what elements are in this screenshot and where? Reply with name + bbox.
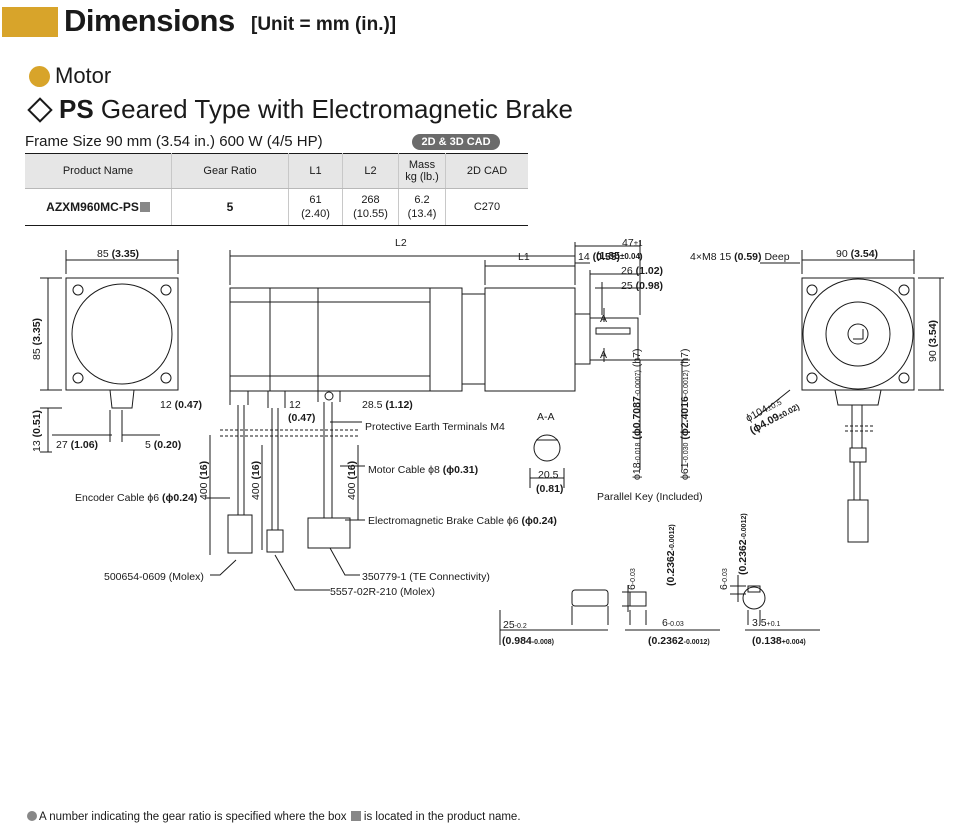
unit-label: [Unit = mm (in.)]: [251, 14, 397, 35]
right-end-view: [801, 277, 915, 391]
dim-90: 90 (3.54): [836, 248, 878, 260]
a-marker-bottom: A: [600, 349, 607, 361]
key-dim-6a: 6-0.03: [662, 617, 684, 629]
parallel-key-label: Parallel Key (Included): [597, 491, 703, 503]
brake-connector: [266, 529, 284, 553]
dim-90-vertical: 90 (3.54): [927, 320, 939, 362]
dim-l2: L2: [395, 237, 407, 249]
header-accent-square: [2, 7, 58, 37]
dim-25: 25 (0.98): [621, 280, 663, 292]
callout-molex-2: 5557-02R-210 (Molex): [330, 586, 435, 598]
key-dim-0-984: (0.984-0.008): [502, 635, 554, 647]
key-dim-0-2362b: (0.2362-0.0012): [665, 524, 677, 586]
footnote: A number indicating the gear ratio is sp…: [27, 811, 521, 823]
dim-20-5: 20.5: [538, 469, 559, 481]
key-top-view: [571, 589, 609, 607]
cable-400-b: 400 (16): [250, 461, 262, 500]
dim-shaft-61: ϕ61-0.030 (ϕ2.4016-0.0012) (h7): [679, 348, 691, 480]
table-row: AZXM960MC-PS 5 61(2.40) 268(10.55) 6.2(1…: [25, 188, 528, 226]
diamond-icon: [27, 96, 53, 123]
dim-shaft-18: ϕ18-0.018 (ϕ0.7087-0.0007) (h7): [631, 348, 643, 480]
type-bold: PS: [59, 94, 94, 124]
key-dim-0-2362c: (0.2362-0.0012): [737, 513, 749, 575]
dim-47: 47±1: [622, 237, 643, 249]
th-cad: 2D CAD: [445, 153, 528, 189]
dim-1-85: (1.85±0.04): [596, 250, 643, 262]
dim-28-5: 28.5 (1.12): [362, 399, 413, 411]
left-end-circle: [71, 283, 173, 385]
key-dim-3-5: 3.5+0.1: [752, 617, 781, 629]
dim-l1: L1: [518, 251, 530, 263]
dimension-drawing: 85 (3.35) 85 (3.35) 13 (0.51) 27 (1.06) …: [31, 237, 944, 647]
key-dim-0-2362a: (0.2362-0.0012): [648, 635, 710, 647]
cable-400-c: 400 (16): [346, 461, 358, 500]
motor-body: [229, 287, 431, 392]
dim-85: 85 (3.35): [97, 248, 139, 260]
dim-5: 5 (0.20): [145, 439, 181, 451]
cell-gear: 5: [171, 188, 289, 226]
dim-0-81: (0.81): [536, 483, 563, 495]
motor-bullet-icon: [29, 66, 50, 87]
frame-size-line: Frame Size 90 mm (3.54 in.) 600 W (4/5 H…: [25, 133, 323, 150]
key-dim-0-138: (0.138+0.004): [752, 635, 806, 647]
type-rest: Geared Type with Electromagnetic Brake: [100, 94, 574, 124]
callout-brake-cable: Electromagnetic Brake Cable ϕ6 (ϕ0.24): [368, 515, 557, 527]
a-marker-top: A: [600, 313, 607, 325]
dim-26: 26 (1.02): [621, 265, 663, 277]
cell-l1: 61(2.40): [288, 188, 343, 226]
motor-connector: [307, 517, 351, 549]
output-shaft: [589, 317, 639, 361]
dim-12b: 12: [289, 399, 301, 411]
dim-12b-inch: (0.47): [288, 412, 315, 424]
left-end-view: [65, 277, 179, 391]
dim-14-text: 14 (0.55): [578, 251, 620, 263]
encoder-connector: [227, 514, 253, 554]
key-dim-25: 25-0.2: [503, 619, 527, 631]
callout-encoder-cable: Encoder Cable ϕ6 (ϕ0.24): [75, 492, 197, 504]
section-a-a: [533, 434, 561, 462]
th-product: Product Name: [25, 153, 172, 189]
dim-m8: 4×M8 15 (0.59) Deep: [690, 251, 790, 263]
gear-ratio-box-icon: [350, 811, 361, 821]
key-dim-6b: 6-0.03: [626, 568, 638, 590]
callout-molex-1: 500654-0609 (Molex): [104, 571, 204, 583]
gear-ratio-box-icon: [139, 202, 150, 212]
callout-te: 350779-1 (TE Connectivity): [362, 571, 490, 583]
th-gear: Gear Ratio: [171, 153, 289, 189]
page-title: Dimensions: [64, 3, 235, 38]
callout-pe-terminals: Protective Earth Terminals M4: [365, 421, 505, 433]
dim-12: 12 (0.47): [160, 399, 202, 411]
callout-motor-cable: Motor Cable ϕ8 (ϕ0.31): [368, 464, 478, 476]
dim-85-vertical: 85 (3.35): [31, 318, 43, 360]
cell-cad[interactable]: C270: [445, 188, 528, 226]
dim-13: 13 (0.51): [31, 410, 43, 452]
section-a-a-label: A-A: [537, 411, 555, 423]
th-l1: L1: [288, 153, 343, 189]
section-type-heading: PS Geared Type with Electromagnetic Brak…: [25, 94, 573, 125]
footnote-bullet-icon: [27, 811, 37, 821]
cad-badge[interactable]: 2D & 3D CAD: [412, 134, 500, 150]
cable-400-a: 400 (16): [198, 461, 210, 500]
keyway-view: [742, 586, 766, 610]
key-dim-6c: 6-0.03: [718, 568, 730, 590]
cell-mass: 6.2(13.4): [398, 188, 446, 226]
section-motor: Motor: [55, 63, 112, 88]
dim-27: 27 (1.06): [56, 439, 98, 451]
th-l2: L2: [342, 153, 399, 189]
cell-product: AZXM960MC-PS: [25, 188, 172, 226]
cell-l2: 268(10.55): [342, 188, 399, 226]
gearhead-body: [484, 287, 576, 392]
key-side-view: [629, 591, 647, 607]
